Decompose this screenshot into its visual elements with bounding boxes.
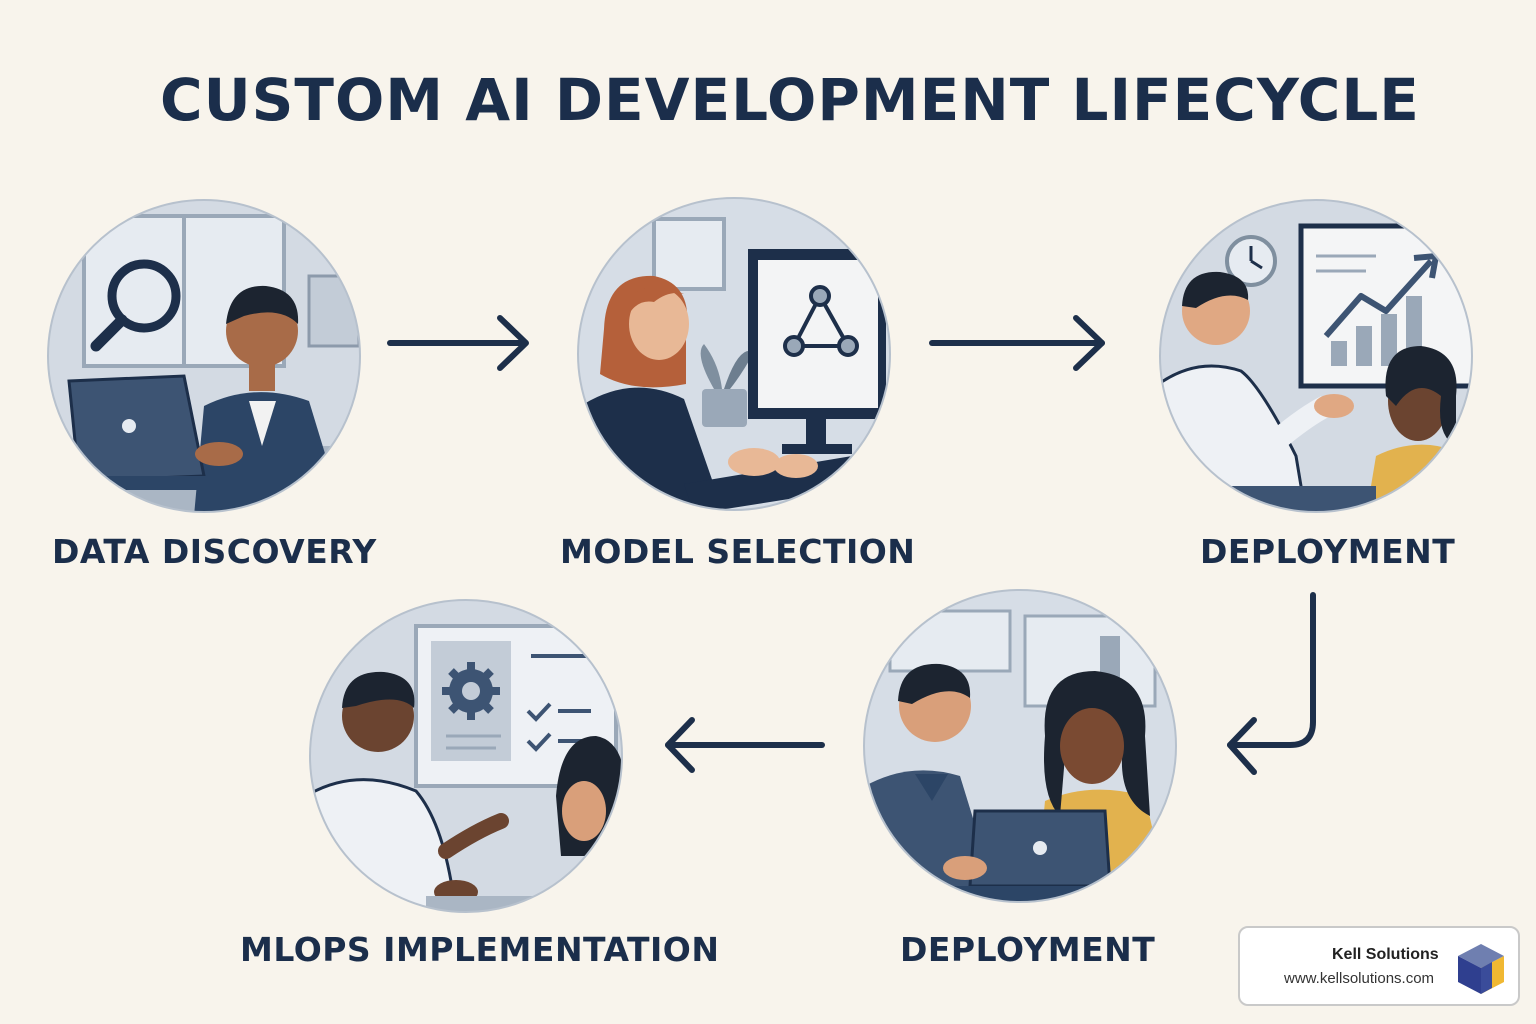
arrow-right-2: [929, 315, 1105, 371]
deployment-pair-illustration: [863, 589, 1177, 903]
stage-mlops-implementation: [306, 596, 626, 916]
stage-data-discovery: [44, 196, 364, 516]
gear-icon: [442, 662, 500, 720]
stage-label-mlops-implementation: MLOPS IMPLEMENTATION: [240, 930, 720, 969]
page-title: CUSTOM AI DEVELOPMENT LIFECYCLE: [160, 66, 1420, 134]
arrow-down-left: [1227, 592, 1316, 775]
stage-label-deployment-top: DEPLOYMENT: [1200, 532, 1456, 571]
cube-logo-icon: [1458, 944, 1504, 994]
badge-url[interactable]: www.kellsolutions.com: [1284, 970, 1435, 987]
stage-deployment-pair: [860, 586, 1180, 906]
arrow-right-1: [387, 315, 529, 371]
arrow-left: [665, 717, 825, 773]
stage-label-model-selection: MODEL SELECTION: [560, 532, 916, 571]
deployment-presentation-illustration: [1159, 199, 1473, 513]
stage-label-data-discovery: DATA DISCOVERY: [52, 532, 377, 571]
stage-model-selection: [574, 194, 894, 514]
stage-label-deployment-bottom: DEPLOYMENT: [900, 930, 1156, 969]
brand-badge[interactable]: Kell Solutions www.kellsolutions.com: [1238, 926, 1520, 1006]
mlops-illustration: [309, 599, 623, 913]
stage-deployment-presentation: [1156, 196, 1476, 516]
data-discovery-illustration: [47, 199, 361, 513]
badge-company-name: Kell Solutions: [1332, 946, 1439, 963]
model-selection-illustration: [577, 197, 891, 511]
